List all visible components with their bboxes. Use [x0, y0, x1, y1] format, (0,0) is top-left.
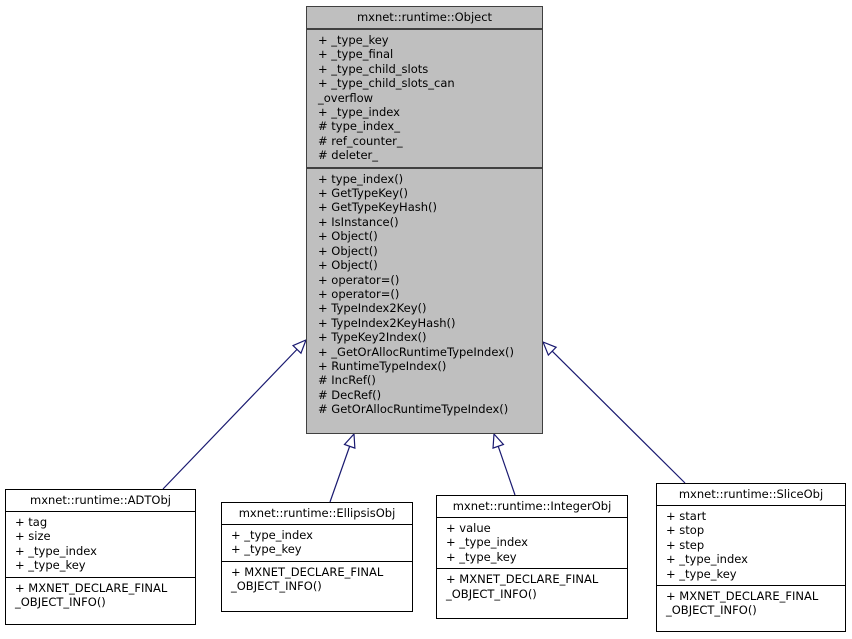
member-row: + _type_index — [666, 552, 748, 567]
edge-integerobj-line — [497, 446, 516, 496]
member-row: + Object() — [318, 243, 378, 258]
member-row: # type_index_ — [318, 119, 400, 134]
class-title: mxnet::runtime::SliceObj — [678, 487, 824, 501]
member-row: + value — [446, 521, 491, 535]
member-row: + _type_child_slots_can — [318, 76, 455, 91]
member-row: # IncRef() — [318, 373, 376, 388]
edge-adtobj-arrowhead-icon — [291, 338, 308, 355]
member-row: + _type_child_slots — [318, 61, 429, 76]
member-row: + MXNET_DECLARE_FINAL — [446, 572, 599, 587]
class-box-adtobj[interactable]: mxnet::runtime::ADTObj + tag+ size+ _typ… — [5, 489, 196, 625]
member-row: + TypeKey2Index() — [318, 330, 427, 345]
class-box-ellipsisobj[interactable]: mxnet::runtime::EllipsisObj + _type_inde… — [221, 502, 413, 612]
member-row: + _type_index — [231, 528, 313, 542]
attributes-section: + value+ _type_index+ _type_key — [437, 517, 627, 568]
class-title: mxnet::runtime::IntegerObj — [452, 499, 612, 513]
member-row: + start — [666, 509, 707, 523]
member-row: + _type_index — [318, 105, 400, 120]
class-title: mxnet::runtime::Object — [356, 10, 493, 24]
member-row: + operator=() — [318, 286, 400, 301]
member-row: _overflow — [318, 90, 374, 105]
edge-adtobj-line — [162, 348, 298, 490]
member-row: + MXNET_DECLARE_FINAL — [15, 580, 168, 595]
member-row: + GetTypeKey() — [318, 186, 409, 201]
edge-sliceobj-arrowhead-icon — [541, 340, 558, 357]
member-row: + GetTypeKeyHash() — [318, 200, 437, 215]
edge-ellipsisobj-line — [329, 446, 351, 503]
edge-integerobj-arrowhead-icon — [492, 432, 505, 449]
member-row: + MXNET_DECLARE_FINAL — [231, 564, 384, 579]
member-row: + RuntimeTypeIndex() — [318, 358, 447, 373]
edge-sliceobj-line — [551, 350, 686, 484]
class-box-integerobj[interactable]: mxnet::runtime::IntegerObj + value+ _typ… — [436, 495, 628, 619]
member-row: # GetOrAllocRuntimeTypeIndex() — [318, 402, 509, 417]
member-row: + IsInstance() — [318, 214, 399, 229]
member-row: _OBJECT_INFO() — [666, 603, 757, 618]
methods-section: + type_index()+ GetTypeKey()+ GetTypeKey… — [307, 166, 542, 421]
member-row: + TypeIndex2KeyHash() — [318, 315, 456, 330]
attributes-section: + tag+ size+ _type_index+ _type_key — [6, 511, 195, 577]
member-row: + TypeIndex2Key() — [318, 301, 427, 316]
member-row: + size — [15, 529, 51, 544]
attributes-section: + _type_key+ _type_final+ _type_child_sl… — [307, 28, 542, 167]
edge-ellipsisobj-arrowhead-icon — [343, 432, 356, 449]
member-row: _OBJECT_INFO() — [446, 586, 537, 601]
member-row: + _type_key — [446, 549, 517, 564]
methods-section: + MXNET_DECLARE_FINAL_OBJECT_INFO() — [222, 560, 412, 598]
methods-section: + MXNET_DECLARE_FINAL_OBJECT_INFO() — [6, 576, 195, 614]
member-row: # DecRef() — [318, 387, 382, 402]
attributes-section: + start+ stop+ step+ _type_index+ _type_… — [657, 505, 845, 585]
member-row: _OBJECT_INFO() — [231, 579, 322, 594]
member-row: + _type_key — [666, 566, 737, 581]
member-row: _OBJECT_INFO() — [15, 595, 106, 610]
class-title: mxnet::runtime::ADTObj — [30, 493, 171, 507]
methods-section: + MXNET_DECLARE_FINAL_OBJECT_INFO() — [437, 568, 627, 605]
member-row: + _type_final — [318, 47, 394, 62]
class-title: mxnet::runtime::EllipsisObj — [238, 506, 396, 520]
member-row: + Object() — [318, 258, 378, 273]
member-row: + step — [666, 537, 705, 552]
member-row: + _type_key — [231, 542, 302, 557]
methods-section: + MXNET_DECLARE_FINAL_OBJECT_INFO() — [657, 585, 845, 622]
class-box-object[interactable]: mxnet::runtime::Object + _type_key+ _typ… — [306, 6, 543, 434]
member-row: + _type_index — [15, 543, 97, 558]
member-row: + Object() — [318, 229, 378, 244]
attributes-section: + _type_index+ _type_key — [222, 524, 412, 561]
member-row: + _type_key — [318, 33, 389, 47]
member-row: + _type_index — [446, 535, 528, 550]
member-row: + stop — [666, 523, 705, 538]
member-row: + MXNET_DECLARE_FINAL — [666, 589, 819, 604]
member-row: # deleter_ — [318, 148, 378, 163]
member-row: + _GetOrAllocRuntimeTypeIndex() — [318, 344, 515, 359]
member-row: + operator=() — [318, 272, 400, 287]
member-row: + tag — [15, 515, 48, 529]
member-row: + type_index() — [318, 171, 404, 186]
member-row: + _type_key — [15, 558, 86, 573]
member-row: # ref_counter_ — [318, 133, 403, 148]
class-box-sliceobj[interactable]: mxnet::runtime::SliceObj + start+ stop+ … — [656, 483, 846, 632]
